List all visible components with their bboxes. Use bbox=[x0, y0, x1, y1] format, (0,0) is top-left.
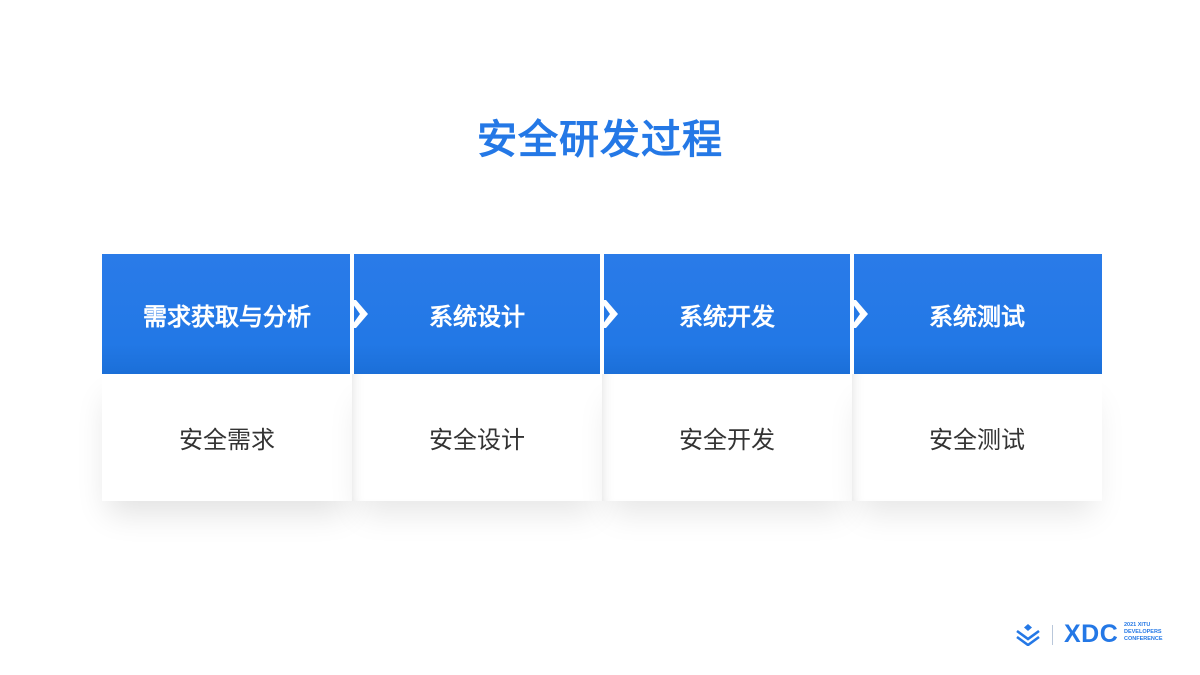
logo-subtitle-line: 2021 XITU bbox=[1124, 622, 1151, 628]
phase-label: 需求获取与分析 bbox=[143, 302, 311, 331]
process-step-1: 需求获取与分析 安全需求 bbox=[102, 254, 352, 501]
activity-box-security-development: 安全开发 bbox=[602, 374, 852, 501]
step-divider bbox=[600, 254, 604, 374]
activity-box-security-testing: 安全测试 bbox=[852, 374, 1102, 501]
phase-box-requirements: 需求获取与分析 bbox=[102, 254, 352, 374]
step-divider bbox=[350, 254, 354, 374]
phase-label: 系统设计 bbox=[429, 302, 525, 331]
process-step-2: 系统设计 安全设计 bbox=[352, 254, 602, 501]
activity-label: 安全测试 bbox=[929, 426, 1025, 454]
xitu-logo-icon bbox=[1016, 624, 1040, 646]
page-title: 安全研发过程 bbox=[477, 117, 723, 163]
phase-box-design: 系统设计 bbox=[352, 254, 602, 374]
activity-label: 安全设计 bbox=[429, 426, 525, 454]
chevron-right-icon bbox=[850, 300, 868, 328]
activity-label: 安全需求 bbox=[179, 426, 275, 454]
logo-subtitle: 2021 XITU DEVELOPERS CONFERENCE bbox=[1124, 622, 1179, 643]
logo-wordmark: XDC bbox=[1064, 620, 1119, 648]
phase-box-testing: 系统测试 bbox=[852, 254, 1102, 374]
phase-box-development: 系统开发 bbox=[602, 254, 852, 374]
activity-label: 安全开发 bbox=[679, 426, 775, 454]
logo-separator bbox=[1052, 625, 1053, 645]
chevron-right-icon bbox=[350, 300, 368, 328]
activity-box-security-requirements: 安全需求 bbox=[102, 374, 352, 501]
step-divider bbox=[850, 254, 854, 374]
phase-label: 系统开发 bbox=[679, 302, 775, 331]
process-step-3: 系统开发 安全开发 bbox=[602, 254, 852, 501]
activity-box-security-design: 安全设计 bbox=[352, 374, 602, 501]
logo-subtitle-line: DEVELOPERS bbox=[1124, 629, 1162, 635]
process-flow: 需求获取与分析 安全需求 系统设计 安全设计 系统开发 安全开发 系统测试 安全… bbox=[102, 254, 1102, 501]
process-step-4: 系统测试 安全测试 bbox=[852, 254, 1102, 501]
logo-subtitle-line: CONFERENCE bbox=[1124, 636, 1163, 642]
phase-label: 系统测试 bbox=[929, 302, 1025, 331]
chevron-right-icon bbox=[600, 300, 618, 328]
conference-logo: XDC 2021 XITU DEVELOPERS CONFERENCE bbox=[1014, 620, 1174, 650]
